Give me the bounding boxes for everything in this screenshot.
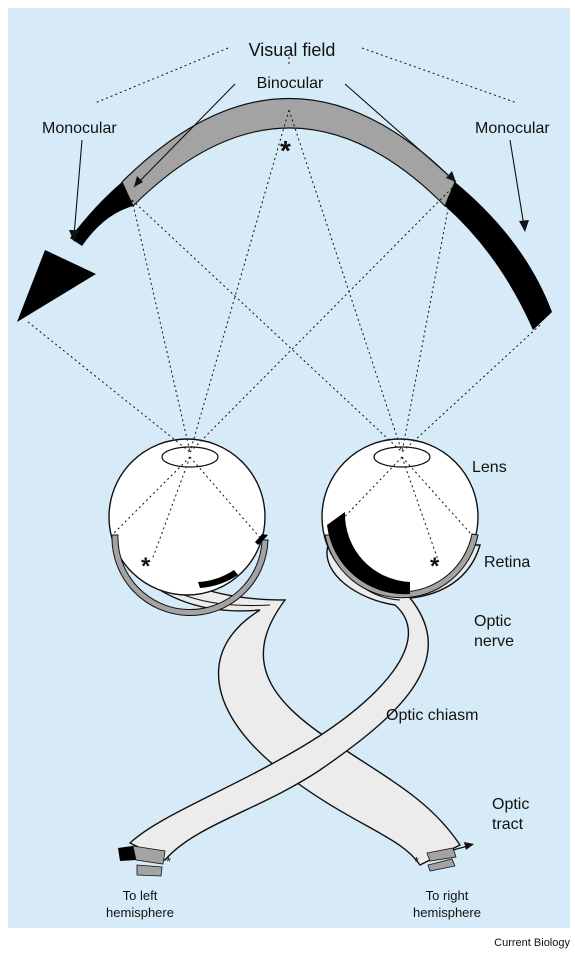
left-tract-fixation-marker: * [166,854,171,869]
right-monocular-band [445,182,552,330]
optic-nerve-label-line2: nerve [474,633,514,650]
visual-field-leader-right [362,48,517,103]
optic-tract-label-line2: tract [492,816,524,833]
ray-right-edge-to-right-eye [402,325,540,452]
optic-nerve-label-line1: Optic [474,613,511,630]
ray-fixation-to-right-eye [289,110,402,452]
optic-chiasm-label: Optic chiasm [386,707,478,724]
left-monocular-arrowhead [17,250,96,322]
left-tract-binocular-block-2 [137,865,162,876]
to-right-hemisphere-label-line2: hemisphere [413,905,481,920]
visual-field-leader-left [95,48,228,103]
ray-binocular-left-to-right-eye [132,200,402,452]
left-retina-fixation-marker: * [141,553,151,580]
monocular-left-label: Monocular [42,120,117,137]
ray-binocular-right-to-right-eye [402,188,452,452]
to-left-hemisphere-label-line1: To left [123,888,158,903]
lens-label: Lens [472,459,507,476]
ray-left-edge-to-left-eye [28,322,190,452]
to-left-hemisphere-label-line2: hemisphere [106,905,174,920]
binocular-label: Binocular [257,75,324,92]
left-monocular-band [70,182,133,246]
ray-binocular-left-to-left-eye [132,200,190,452]
monocular-arrow-right [510,140,524,226]
monocular-right-label: Monocular [475,120,550,137]
to-right-hemisphere-label-line1: To right [426,888,469,903]
optic-tract-label-line1: Optic [492,796,529,813]
right-tract-fixation-marker: * [414,854,419,869]
ray-fixation-to-left-eye [190,110,289,452]
credit-label: Current Biology [494,937,570,949]
right-tract-arrowhead [464,842,474,850]
right-retina-fixation-marker: * [430,553,440,580]
retina-label: Retina [484,554,530,571]
monocular-arrow-left [74,140,82,236]
ray-binocular-right-to-left-eye [190,188,452,452]
fixation-point-marker: * [280,135,291,166]
visual-field-label: Visual field [249,40,336,60]
monocular-arrowhead-right [519,220,529,232]
